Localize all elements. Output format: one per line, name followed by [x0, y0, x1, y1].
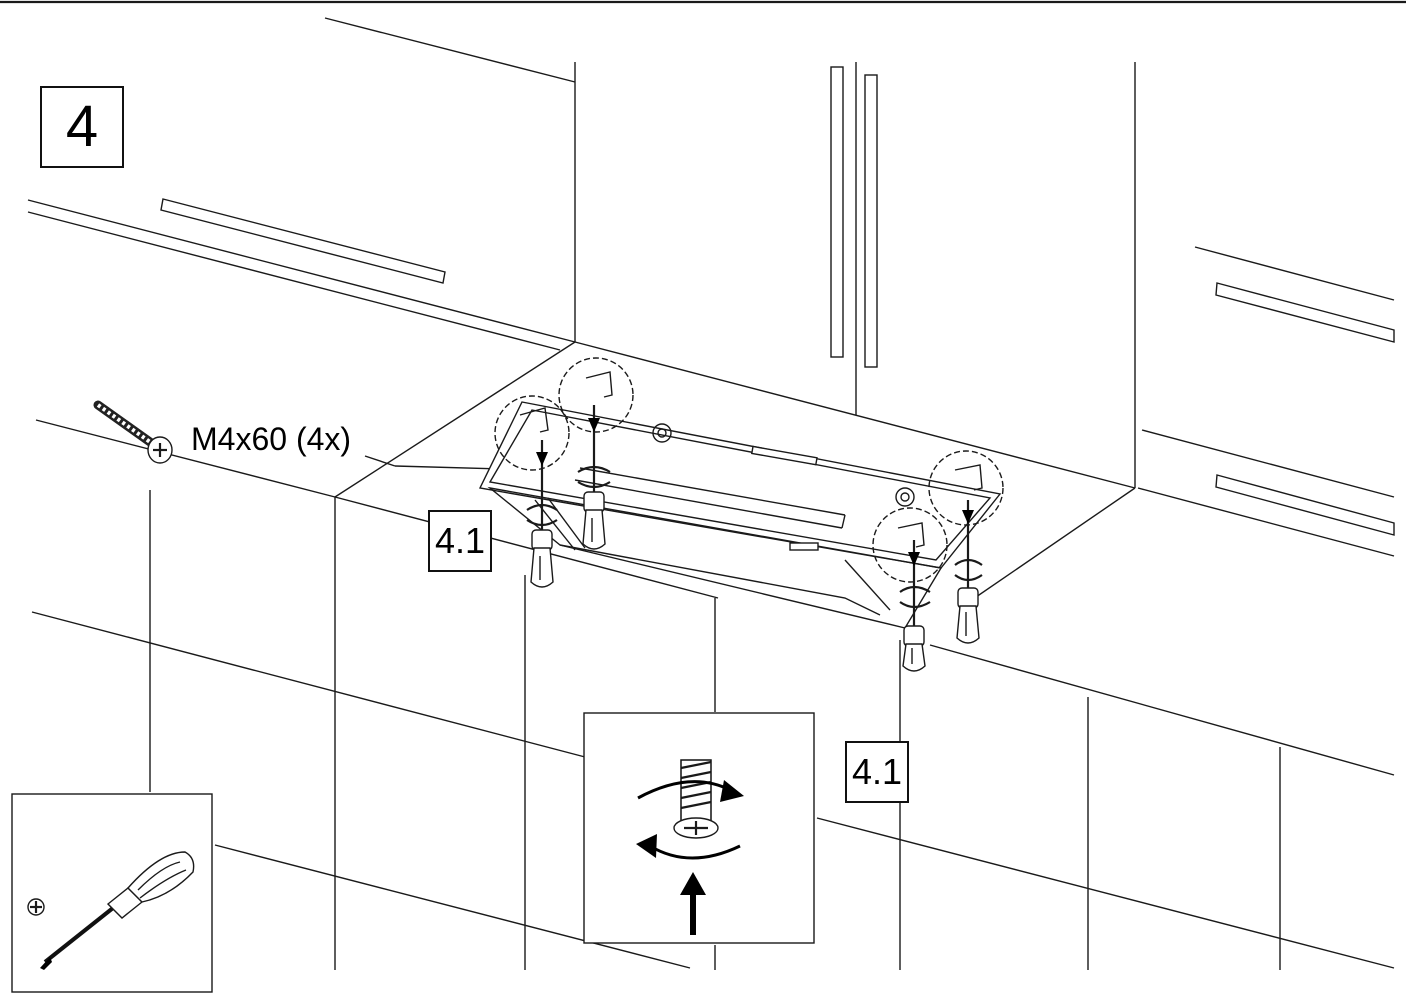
screw-icon [673, 759, 719, 839]
screw-icon [93, 400, 173, 464]
screw-spec-label: M4x60 (4x) [191, 421, 352, 457]
screwdriver-icon [956, 500, 980, 644]
tool-inset [11, 793, 213, 993]
screw-head-icon [27, 898, 45, 916]
rotate-arrows-icon [526, 465, 983, 609]
screw-detail-inset [583, 712, 815, 944]
rotate-arrows-icon [636, 780, 744, 860]
hood-housing [334, 341, 1136, 970]
screwdriver-icon [902, 540, 926, 672]
hood-panel [478, 401, 1002, 629]
arrow-up-icon [680, 872, 706, 935]
step-number-badge: 4 [40, 86, 124, 168]
detail-circles [494, 357, 1004, 583]
screwdriver-icon [530, 440, 554, 588]
screwdriver-icon [40, 851, 195, 970]
screwdriver-icon [582, 405, 606, 550]
wall-cabinets [27, 17, 1395, 557]
callout-label: 4.1 [428, 510, 492, 572]
callout-label: 4.1 [845, 741, 909, 803]
